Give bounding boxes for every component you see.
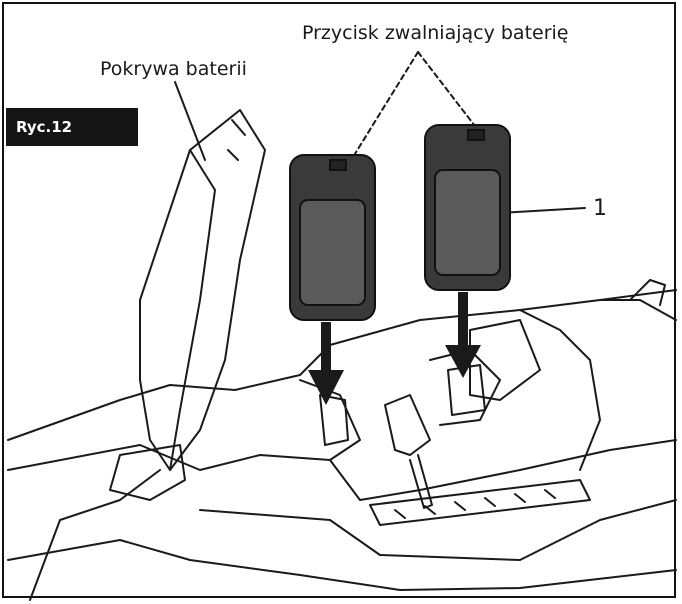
- battery-cover-label: Pokrywa baterii: [100, 58, 247, 80]
- battery-pack-left: [289, 154, 376, 321]
- vehicle-body: [199, 499, 677, 561]
- leader-line: [344, 51, 419, 171]
- grille: [369, 479, 591, 526]
- vehicle-body: [29, 469, 161, 601]
- battery-slot: [447, 364, 486, 416]
- battery-cover: [139, 109, 266, 471]
- part-number-label: 1: [593, 196, 607, 221]
- figure-tag: Ryc.12: [6, 108, 138, 146]
- vehicle-body: [519, 309, 601, 471]
- insert-arrow-right: [445, 292, 481, 378]
- battery-cover: [169, 149, 216, 471]
- battery-cover: [227, 119, 246, 161]
- grille: [394, 489, 556, 519]
- vehicle-body: [109, 444, 186, 501]
- insert-arrow-left: [308, 322, 344, 405]
- connector: [384, 394, 431, 456]
- vehicle-body: [469, 319, 541, 401]
- leader-line: [417, 51, 479, 131]
- vehicle-body: [7, 289, 677, 441]
- connector: [409, 454, 433, 509]
- vehicle-body: [629, 279, 666, 306]
- leader-line: [499, 207, 586, 214]
- vehicle-body: [7, 539, 677, 591]
- release-button-label: Przycisk zwalniający baterię: [302, 22, 569, 44]
- battery-slot: [319, 394, 349, 446]
- leader-line: [174, 81, 206, 161]
- vehicle-body: [599, 299, 677, 321]
- battery-pack-right: [424, 124, 511, 291]
- vehicle-body: [7, 439, 677, 501]
